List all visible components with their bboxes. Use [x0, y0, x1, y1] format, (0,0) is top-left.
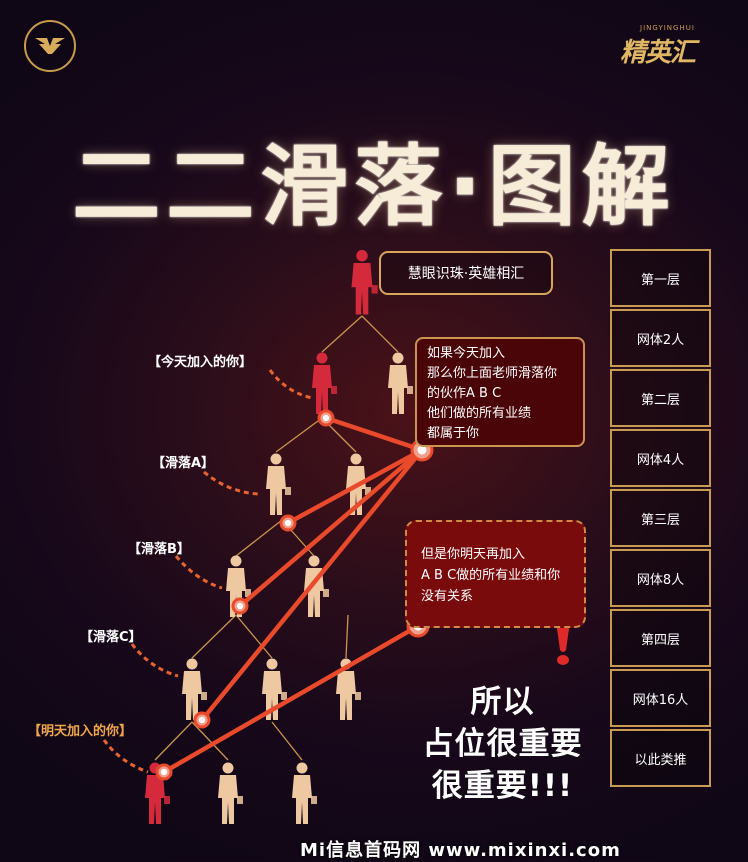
- person-icon: [388, 352, 413, 414]
- ladder-cell: 第三层: [610, 489, 711, 547]
- ladder-cell: 第二层: [610, 369, 711, 427]
- person-today-icon: [312, 352, 337, 414]
- brand-pinyin: JINGYINGHUI: [640, 24, 695, 32]
- ladder-cell: 第一层: [610, 249, 711, 307]
- slide-link-line: [237, 447, 425, 609]
- tag-slide-b: 【滑落B】: [128, 542, 190, 557]
- dashed-arrow: [203, 470, 259, 496]
- person-icon: [336, 658, 361, 720]
- brand-emblem-logo: [24, 20, 76, 72]
- dashed-arrow: [130, 643, 179, 678]
- watermark-text: Mi信息首码网 www.mixinxi.com: [300, 840, 621, 861]
- ladder-cell: 网体8人: [610, 549, 711, 607]
- tree-connector-line: [345, 614, 349, 659]
- tag-today-joined: 【今天加入的你】: [148, 355, 253, 370]
- bubble-line: A B C做的所有业绩和你: [421, 568, 561, 583]
- tree-connector-line: [154, 721, 193, 761]
- bubble-line: 都属于你: [427, 426, 480, 441]
- tree-connector-line: [271, 721, 303, 761]
- person-icon: [292, 762, 317, 824]
- ladder-cell: 第四层: [610, 609, 711, 667]
- ladder-cell: 网体2人: [610, 309, 711, 367]
- join-tomorrow-bubble: 但是你明天再加入 A B C做的所有业绩和你 没有关系: [405, 520, 586, 628]
- top-callout: 慧眼识珠·英雄相汇: [379, 251, 553, 295]
- bubble-line: 没有关系: [421, 589, 474, 604]
- person-slide-c-icon: [182, 658, 207, 720]
- tag-slide-a: 【滑落A】: [152, 456, 215, 471]
- person-top-icon: [351, 249, 378, 315]
- tree-connector-line: [361, 315, 399, 353]
- slide-link-line: [199, 447, 425, 723]
- conclusion-line-2: 占位很重要: [422, 726, 583, 762]
- person-slide-a-icon: [266, 453, 291, 515]
- dashed-arrow: [102, 739, 149, 774]
- page-title: 二二滑落·图解: [72, 135, 676, 238]
- ladder-cell: 以此类推: [610, 729, 711, 787]
- level-ladder: 第一层 网体2人 第二层 网体4人 第三层 网体8人 第四层 网体16人 以此类…: [610, 249, 711, 789]
- person-icon: [304, 555, 329, 617]
- tree-connector-line: [191, 721, 229, 761]
- conclusion-line-3: 很重要!!!: [431, 768, 574, 804]
- brand-logo: JINGYINGHUI 精英汇: [620, 22, 730, 68]
- tag-tomorrow-joined: 【明天加入的你】: [28, 724, 133, 739]
- slide-link-line: [285, 447, 425, 526]
- tomorrow-link-line: [161, 623, 421, 775]
- conclusion-line-1: 所以: [470, 684, 535, 720]
- wing-icon: [35, 38, 65, 54]
- tree-connector-line: [191, 614, 237, 659]
- bubble-line: 如果今天加入: [427, 346, 506, 361]
- bubble-line: 但是你明天再加入: [421, 547, 526, 562]
- ladder-cell: 网体4人: [610, 429, 711, 487]
- tree-connector-line: [275, 417, 323, 453]
- tree-connector-line: [235, 614, 273, 659]
- join-today-bubble: 如果今天加入 那么你上面老师滑落你 的伙作A B C 他们做的所有业绩 都属于你: [415, 337, 585, 447]
- ladder-cell: 网体16人: [610, 669, 711, 727]
- dashed-arrow: [174, 555, 223, 590]
- tree-connector-line: [235, 519, 283, 557]
- bubble-line: 的伙作A B C: [427, 386, 502, 401]
- bubble-line: 他们做的所有业绩: [427, 406, 532, 421]
- tag-slide-c: 【滑落C】: [80, 630, 142, 645]
- bubble-line: 那么你上面老师滑落你: [427, 366, 558, 381]
- brand-name: 精英汇: [620, 38, 696, 68]
- tree-connector-line: [321, 315, 363, 353]
- person-icon: [218, 762, 243, 824]
- dashed-arrow: [268, 369, 313, 400]
- slide-link-line: [323, 415, 425, 453]
